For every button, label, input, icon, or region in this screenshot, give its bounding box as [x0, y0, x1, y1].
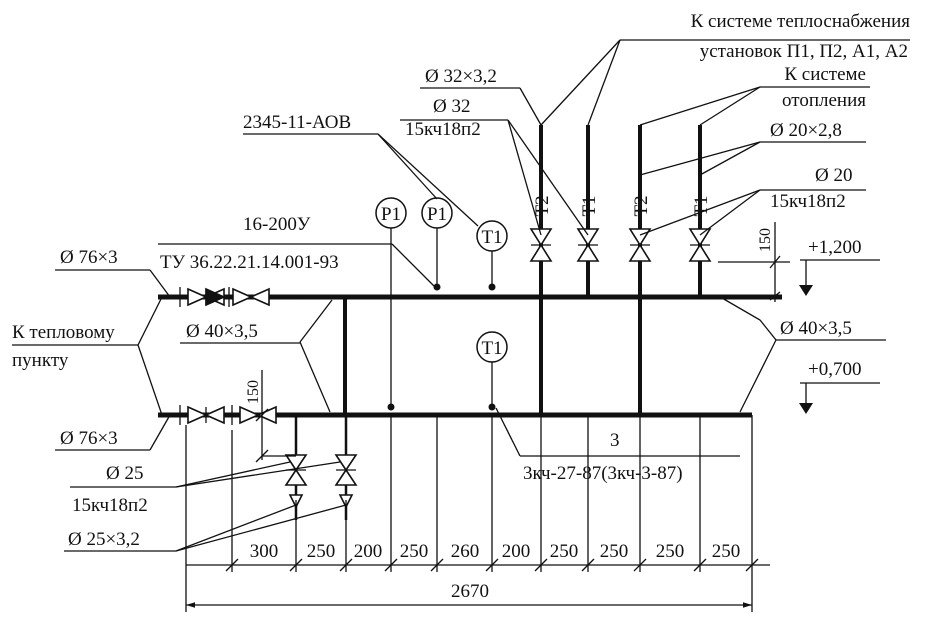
label-pipe-32x3-2: Ø 32×3,2	[425, 66, 497, 87]
label-valve-3kch: 3кч-27-87(3кч-3-87)	[523, 463, 683, 484]
pressure-gauge-p1-b	[421, 197, 453, 229]
dim-seg-1: 300	[250, 541, 279, 562]
label-pipe-20: Ø 20	[815, 165, 852, 186]
dim-seg-6: 200	[502, 541, 531, 562]
label-dim-150-right: 150	[757, 228, 774, 252]
dim-total: 2670	[451, 581, 489, 602]
label-pipe-40x3-5-right: Ø 40×3,5	[780, 318, 852, 339]
return-valve-group	[179, 405, 277, 425]
riser-tag-1: Т2	[532, 195, 553, 216]
riser-tag-2: Т1	[579, 195, 600, 216]
label-heat-supply-2: установок П1, П2, А1, А2	[700, 41, 908, 62]
thermometer-t1-bottom	[476, 331, 508, 363]
label-elev-top: +1,200	[808, 237, 861, 258]
p1-b-label: Р1	[427, 204, 447, 225]
dim-seg-2: 250	[307, 541, 336, 562]
dim-seg-7: 250	[550, 541, 579, 562]
riser-tag-4: Т1	[691, 195, 712, 216]
thermometer-t1-top	[476, 220, 508, 252]
riser-2	[576, 125, 600, 297]
label-filter-16-200u: 16-200У	[243, 214, 311, 235]
t1-bottom-label: Т1	[481, 338, 502, 359]
dimension-chain	[185, 415, 770, 612]
label-pipe-25: Ø 25	[106, 463, 143, 484]
label-pipe-25x3-2: Ø 25×3,2	[68, 529, 140, 550]
label-pipe-40x3-5-left: Ø 40×3,5	[186, 321, 258, 342]
dim-seg-4: 250	[400, 541, 429, 562]
reducer-line-left	[299, 299, 333, 343]
reducer-right	[721, 297, 777, 413]
label-valve-15kch18p2-c: 15кч18п2	[72, 495, 148, 516]
label-heating-2: отопления	[782, 90, 866, 111]
riser-4	[688, 125, 712, 297]
riser-1	[529, 125, 553, 297]
pressure-gauge-p1-a	[375, 197, 407, 229]
label-tu: ТУ 36.22.21.14.001-93	[160, 252, 339, 273]
riser-tag-3: Т2	[631, 195, 652, 216]
label-valve-15kch18p2-b: 15кч18п2	[770, 191, 846, 212]
dim-seg-10: 250	[712, 541, 741, 562]
label-item-3: 3	[610, 430, 620, 451]
label-dim-150-left: 150	[245, 380, 262, 404]
label-aov: 2345-11-АОВ	[243, 112, 351, 133]
p1-a-label: Р1	[381, 204, 401, 225]
t1-top-label: Т1	[481, 227, 502, 248]
label-pipe-76x3-bottom: Ø 76×3	[60, 428, 118, 449]
label-valve-15kch18p2-a: 15кч18п2	[405, 119, 481, 140]
label-to-heat-point-1: К тепловому	[12, 322, 115, 343]
label-heat-supply-1: К системе теплоснабжения	[691, 11, 911, 32]
dim-seg-9: 250	[656, 541, 685, 562]
label-pipe-76x3-top: Ø 76×3	[60, 247, 118, 268]
reducer-line-left-2	[299, 341, 331, 413]
label-heating-1: К системе	[784, 64, 866, 85]
dim-seg-3: 200	[354, 541, 383, 562]
dim-seg-8: 250	[600, 541, 629, 562]
label-elev-bottom: +0,700	[808, 359, 861, 380]
dim-seg-5: 260	[451, 541, 480, 562]
label-pipe-32: Ø 32	[433, 96, 470, 117]
label-pipe-20x2-8: Ø 20×2,8	[770, 120, 842, 141]
label-to-heat-point-2: пункту	[12, 350, 69, 371]
supply-valve-group	[179, 287, 270, 307]
